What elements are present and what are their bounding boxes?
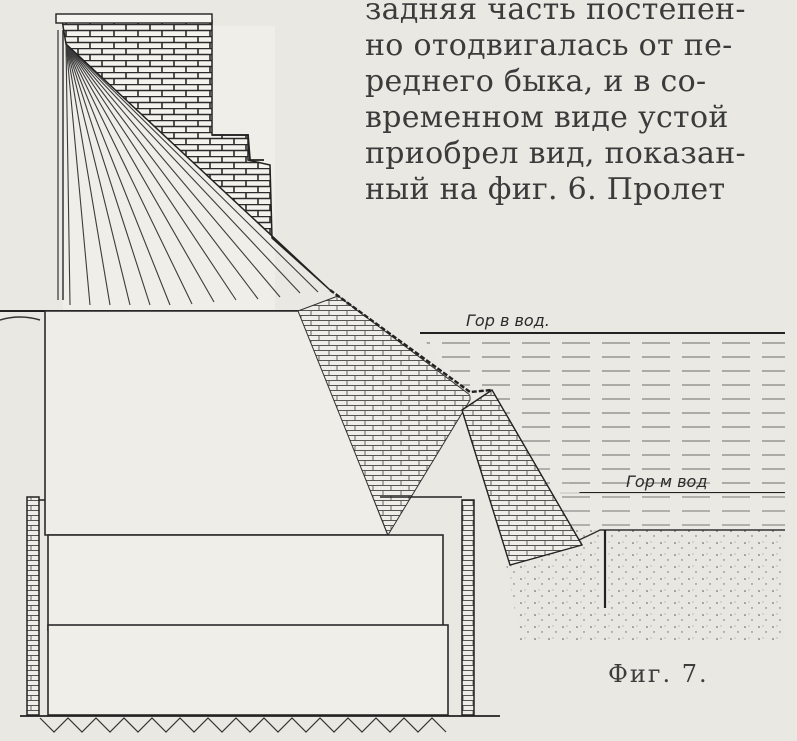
- text-line: но отодвигалась от пе-: [365, 28, 733, 63]
- text-line: реднего быка, и в со-: [365, 64, 707, 99]
- brick-face: [55, 13, 331, 291]
- foundation: [20, 295, 500, 733]
- high-water-label: Гор в вод.: [466, 311, 550, 330]
- text-line: ный на фиг. 6. Пролет: [365, 172, 726, 207]
- text-line: задняя часть постепен-: [365, 0, 746, 27]
- text-line: приобрел вид, показан-: [365, 136, 746, 171]
- body-text: задняя часть постепен- но отодвигалась о…: [365, 0, 797, 208]
- river: [329, 289, 785, 640]
- text-line: временном виде устой: [365, 100, 729, 135]
- low-water-label: Гор м вод: [626, 472, 707, 491]
- figure-caption: Фиг. 7.: [608, 660, 709, 688]
